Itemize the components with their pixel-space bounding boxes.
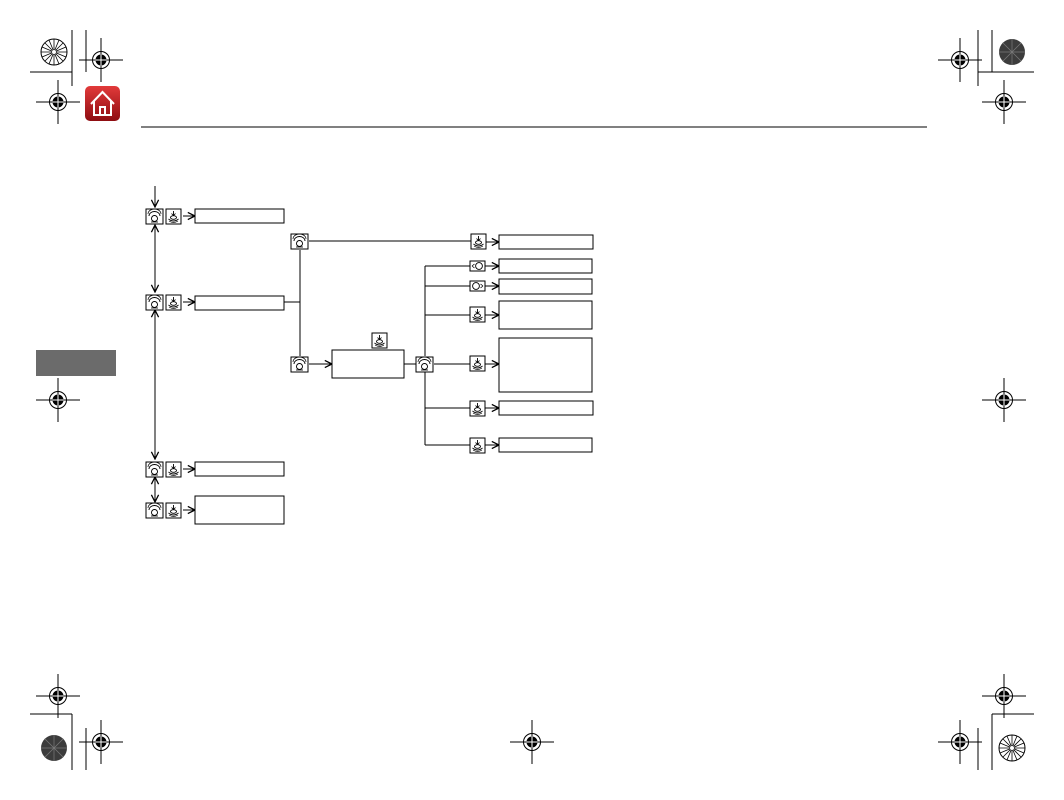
setting-box[interactable]	[498, 234, 594, 250]
interface-dial-push-icon	[165, 502, 182, 519]
color-rosette-top-left	[40, 38, 68, 66]
registration-mark-icon	[937, 37, 983, 83]
crop-lines	[30, 30, 1034, 770]
interface-dial-rotate-icon	[145, 208, 164, 225]
registration-mark-icon	[981, 79, 1027, 125]
setting-box[interactable]	[498, 258, 593, 274]
home-button[interactable]	[85, 86, 120, 121]
interface-dial-rotate-icon	[290, 233, 309, 250]
connector-lines	[155, 186, 499, 510]
registration-mark-icon	[937, 719, 983, 765]
color-rosette-bottom-right	[998, 734, 1026, 762]
interface-dial-push-icon	[165, 461, 182, 478]
registration-mark-icon	[981, 673, 1027, 719]
setting-box[interactable]	[498, 437, 593, 453]
setting-box[interactable]	[498, 278, 593, 295]
color-rosette-bottom-left	[41, 735, 67, 761]
color-rosette-top-right	[999, 39, 1025, 65]
registration-mark-icon	[35, 377, 81, 423]
registration-mark-icon	[981, 377, 1027, 423]
setting-box[interactable]	[498, 337, 593, 393]
registration-mark-icon	[509, 719, 555, 765]
interface-dial-push-icon	[165, 208, 182, 225]
setting-box[interactable]	[498, 400, 594, 416]
interface-dial-rotate-icon	[145, 294, 164, 311]
main-menu-item[interactable]	[194, 495, 285, 525]
registration-mark-icon	[35, 79, 81, 125]
registration-mark-icon	[35, 673, 81, 719]
interface-dial-move-right-icon	[469, 280, 486, 292]
setting-box[interactable]	[498, 300, 593, 330]
interface-dial-rotate-icon	[290, 356, 309, 373]
interface-dial-push-icon	[469, 306, 486, 323]
interface-dial-rotate-icon	[145, 502, 164, 519]
main-menu-item[interactable]	[194, 295, 285, 311]
interface-dial-rotate-icon	[415, 356, 434, 373]
interface-dial-rotate-icon	[145, 461, 164, 478]
main-menu-item[interactable]	[194, 461, 285, 477]
chapter-tab[interactable]	[36, 350, 116, 376]
submenu-item[interactable]	[331, 349, 405, 379]
interface-dial-move-left-icon	[469, 260, 486, 272]
interface-dial-push-icon	[469, 400, 486, 417]
interface-dial-push-icon	[371, 332, 388, 349]
interface-dial-push-icon	[470, 233, 487, 250]
main-menu-item[interactable]	[194, 208, 285, 224]
interface-dial-push-icon	[469, 355, 486, 372]
menu-flow-diagram	[145, 186, 594, 525]
print-marks	[30, 30, 1034, 770]
interface-dial-push-icon	[469, 437, 486, 454]
home-icon	[90, 90, 115, 116]
interface-dial-push-icon	[165, 294, 182, 311]
